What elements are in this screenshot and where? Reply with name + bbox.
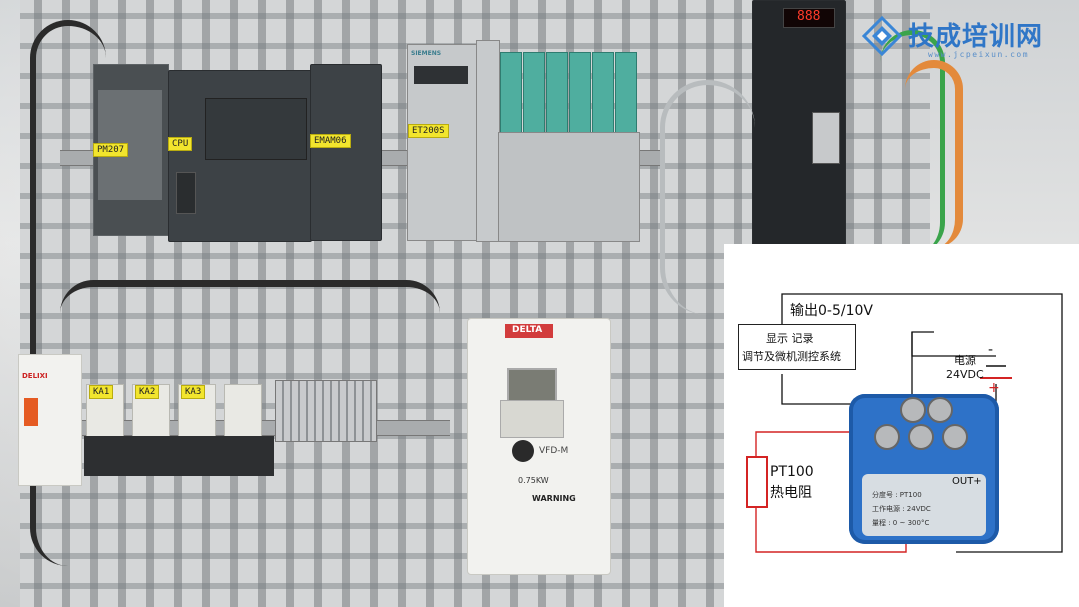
vfd-brand-strip xyxy=(505,324,553,338)
terminal-screw-1 xyxy=(900,397,926,423)
vfd-power: 0.75KW xyxy=(518,476,549,485)
power-voltage: 24VDC xyxy=(946,368,984,381)
cpu-front-cover xyxy=(205,98,307,160)
io-module-3 xyxy=(523,52,545,134)
cable-orange-right xyxy=(905,60,963,248)
vfd-display xyxy=(507,368,557,402)
brand-watermark: 技成培训网 www.jcpeixun.com xyxy=(862,12,1072,59)
pt-line-1: PT100 xyxy=(770,464,814,480)
plate-line-3: 量程 : 0 ~ 300°C xyxy=(872,519,930,527)
breaker-brand: DELIXI xyxy=(22,372,48,380)
cable-green-right xyxy=(880,30,945,255)
output-label: 输出0-5/10V xyxy=(790,303,873,319)
terminal-screw-5 xyxy=(942,424,968,450)
et200s-ports xyxy=(414,66,468,84)
relay-base xyxy=(84,436,274,476)
io-module-5 xyxy=(569,52,591,134)
vfd-brand: DELTA xyxy=(512,325,543,335)
cpu-tag: CPU xyxy=(168,137,193,151)
em-tag: EMAM06 xyxy=(310,134,351,148)
vfd-drive xyxy=(467,318,611,575)
vfd-warning: WARNING xyxy=(532,494,576,503)
cable-bundle-middle xyxy=(60,280,440,347)
io-module-2 xyxy=(500,52,522,134)
io-module-6 xyxy=(592,52,614,134)
plate-line-2: 工作电源 : 24VDC xyxy=(872,505,931,513)
brand-name: 技成培训网 xyxy=(908,22,1044,52)
pt-line-2: 热电阻 xyxy=(770,485,812,501)
ka1-tag: KA1 xyxy=(89,385,114,399)
display-line-2: 调节及微机测控系统 xyxy=(742,350,841,363)
vfd-keypad xyxy=(500,400,564,438)
terminal-screw-4 xyxy=(908,424,934,450)
et-tag: ET200S xyxy=(408,124,449,138)
servo-connector xyxy=(812,112,840,164)
ka3-tag: KA3 xyxy=(181,385,206,399)
wiring-diagram-panel: 显示 记录 调节及微机测控系统 输出0-5/10V - 电源 24VDC + P… xyxy=(724,244,1079,607)
ka2-tag: KA2 xyxy=(135,385,160,399)
pt100-resistor xyxy=(746,456,768,508)
display-system-box xyxy=(738,324,856,370)
transmitter-face xyxy=(862,474,986,536)
cable-bundle-left xyxy=(30,20,106,566)
vfd-model: VFD-M xyxy=(539,446,569,456)
pm-tag: PM207 xyxy=(93,143,129,157)
out-label: OUT+ xyxy=(952,476,982,487)
io-base-strip xyxy=(498,132,640,242)
power-minus: - xyxy=(988,342,994,358)
vfd-knob xyxy=(512,440,534,462)
io-module-4 xyxy=(546,52,568,134)
power-label: 电源 xyxy=(954,354,976,367)
plate-line-1: 分度号 : PT100 xyxy=(872,491,922,499)
io-module-7 xyxy=(615,52,637,134)
io-module-1 xyxy=(476,40,500,242)
display-line-1: 显示 记录 xyxy=(766,332,814,345)
brand-logo-icon xyxy=(862,16,902,56)
cable-grey-right xyxy=(660,80,755,315)
breaker-toggle xyxy=(24,398,38,426)
expansion-module xyxy=(310,64,382,241)
siemens-label-et: SIEMENS xyxy=(411,50,442,57)
servo-display xyxy=(783,8,835,28)
terminal-screw-3 xyxy=(874,424,900,450)
relay-ka4 xyxy=(224,384,262,438)
power-plus: + xyxy=(988,380,1000,396)
terminal-blocks xyxy=(275,380,377,442)
cpu-dsub-port xyxy=(176,172,196,214)
terminal-screw-2 xyxy=(927,397,953,423)
brand-url: www.jcpeixun.com xyxy=(928,50,1030,59)
servo-led-readout: 888 xyxy=(797,9,821,24)
